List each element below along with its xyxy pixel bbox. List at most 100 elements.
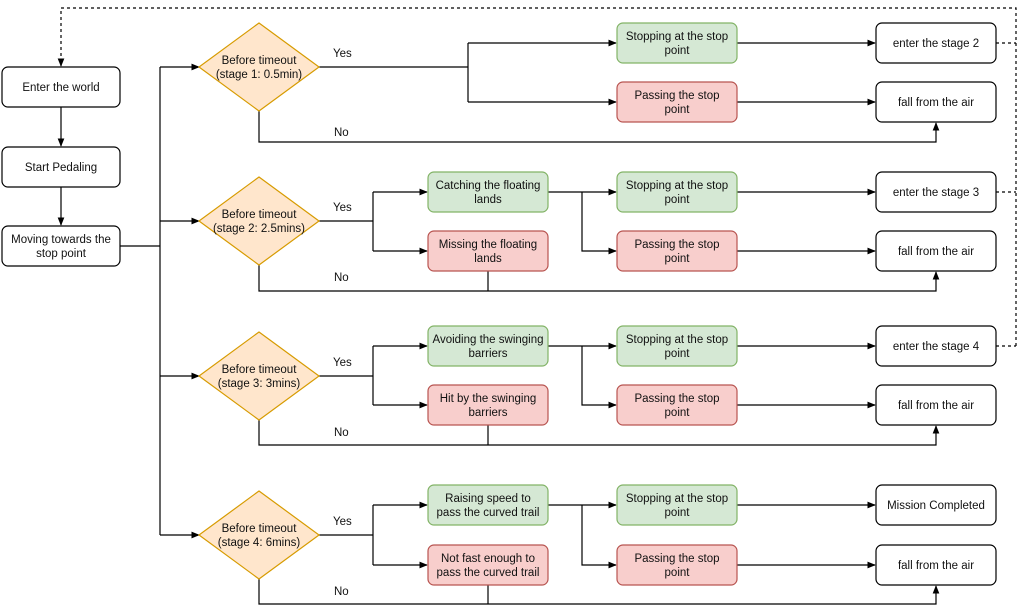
s4-mission-completed-label: Mission Completed	[887, 500, 985, 512]
s4-stopping-shape	[616, 484, 738, 526]
s3-edge-to-passing	[581, 346, 617, 409]
s3-stopping-shape	[616, 325, 738, 367]
decision-stage-3-shape	[197, 331, 321, 421]
s1-passing: Passing the stop point	[616, 81, 738, 123]
s2-fall-from-air-label: fall from the air	[898, 246, 974, 258]
decision-stage-3: Before timeout(stage 3: 3mins)	[197, 331, 321, 421]
s4-edge-to-passing	[581, 505, 617, 569]
s4-not-fast-enough-label-line-1: Not fast enough to	[441, 553, 535, 565]
s1-passing-label-line-2: point	[665, 104, 691, 116]
s1-passing-label-line-1: Passing the stop	[634, 90, 719, 102]
s2-stopping-label-line-1: Stopping at the stop	[626, 180, 728, 192]
decision-stage-3-label-line-1: Before timeout	[222, 364, 298, 376]
node-enter-world-label: Enter the world	[22, 82, 99, 94]
s3-hit-barriers-shape	[427, 384, 549, 426]
s2-edge-no	[258, 265, 940, 292]
s3-stopping-label-line-1: Stopping at the stop	[626, 334, 728, 346]
s2-catching-lands-label-line-1: Catching the floating	[436, 180, 541, 192]
s4-not-fast-enough: Not fast enough to pass the curved trail	[427, 544, 549, 586]
decision-stage-2-label-line-2: (stage 2: 2.5mins)	[213, 223, 305, 235]
s2-missing-lands: Missing the floating lands	[427, 230, 549, 272]
s3-hit-barriers: Hit by the swinging barriers	[427, 384, 549, 426]
s2-passing-label-line-2: point	[665, 253, 691, 265]
s2-catching-lands: Catching the floating lands	[427, 171, 549, 213]
s4-fall-from-air: fall from the air	[875, 544, 997, 586]
s4-stopping-label-line-2: point	[665, 507, 691, 519]
node-enter-world-shape	[1, 66, 121, 108]
s3-hit-barriers-label-line-1: Hit by the swinging	[440, 393, 537, 405]
s3-enter-stage-4-label: enter the stage 4	[893, 341, 980, 353]
decision-stage-4: Before timeout (stage 4: 6mins)	[197, 490, 321, 580]
s4-fall-from-air-label: fall from the air	[898, 560, 974, 572]
s4-yes-label: Yes	[333, 516, 352, 528]
s2-fall-from-air-shape	[875, 230, 997, 272]
s3-passing-label-line-1: Passing the stop	[634, 393, 719, 405]
node-moving-to-stop-point-label-line-2: stop point	[36, 248, 87, 260]
s3-avoiding-barriers-shape	[427, 325, 549, 367]
s3-no-label: No	[334, 427, 349, 439]
decision-stage-4-label-line-1: Before timeout	[222, 523, 298, 535]
s4-no-label: No	[334, 586, 349, 598]
s3-avoiding-barriers-label-line-1: Avoiding the swinging	[432, 334, 543, 346]
s3-passing-label-line-2: point	[665, 407, 691, 419]
s2-catching-lands-label-line-2: lands	[474, 194, 502, 206]
s3-edge-no	[258, 420, 940, 446]
s4-mission-completed: Mission Completed	[875, 484, 997, 526]
s3-yes-label: Yes	[333, 357, 352, 369]
s1-enter-stage-2-shape	[875, 22, 997, 64]
decision-stage-4-label-line-2: (stage 4: 6mins)	[218, 537, 301, 549]
s4-stopping: Stopping at the stop point	[616, 484, 738, 526]
s4-fall-from-air-shape	[875, 544, 997, 586]
s2-stopping-label-line-2: point	[665, 194, 691, 206]
decision-stage-4-shape	[197, 490, 321, 580]
s1-enter-stage-2: enter the stage 2	[875, 22, 997, 64]
s3-hit-barriers-label-line-2: barriers	[469, 407, 508, 419]
s1-fall-from-air-label: fall from the air	[898, 97, 974, 109]
decision-stage-2-shape	[197, 176, 321, 266]
s2-missing-lands-label-line-1: Missing the floating	[439, 239, 537, 251]
s2-no-label: No	[334, 272, 349, 284]
s2-enter-stage-3-shape	[875, 171, 997, 213]
s4-mission-completed-shape	[875, 484, 997, 526]
s3-enter-stage-4-shape	[875, 325, 997, 367]
s2-enter-stage-3-label: enter the stage 3	[893, 187, 979, 199]
s1-enter-stage-2-label: enter the stage 2	[893, 38, 979, 50]
loop-back-to-enter-world	[57, 7, 1017, 346]
s2-yes-label: Yes	[333, 202, 352, 214]
node-start-pedaling-label: Start Pedaling	[25, 162, 97, 174]
s4-passing-label-line-2: point	[665, 567, 691, 579]
s4-raising-speed-label-line-2: pass the curved trail	[437, 507, 540, 519]
s3-fall-from-air-label: fall from the air	[898, 400, 974, 412]
s2-missing-lands-label-line-2: lands	[474, 253, 502, 265]
s4-not-fast-enough-label-line-2: pass the curved trail	[437, 567, 540, 579]
decision-stage-2: Before timeout(stage 2: 2.5mins)	[197, 176, 321, 266]
s4-not-fast-enough-shape	[427, 544, 549, 586]
node-start-pedaling: Start Pedaling	[1, 146, 121, 188]
s4-raising-speed-label-line-1: Raising speed to	[445, 493, 531, 505]
s2-enter-stage-3: enter the stage 3	[875, 171, 997, 213]
s1-stopping-label-line-2: point	[665, 45, 691, 57]
node-moving-to-stop-point-shape	[1, 225, 121, 267]
connector-layer	[57, 7, 1017, 605]
decision-stage-1-label-line-2: (stage 1: 0.5min)	[216, 69, 302, 81]
s3-fall-from-air: fall from the air	[875, 384, 997, 426]
s2-fall-from-air: fall from the air	[875, 230, 997, 272]
s1-fall-from-air: fall from the air	[875, 81, 997, 123]
s2-passing-shape	[616, 230, 738, 272]
s3-fall-from-air-shape	[875, 384, 997, 426]
s4-edge-no	[258, 579, 940, 605]
s3-passing-shape	[616, 384, 738, 426]
s4-raising-speed-shape	[427, 484, 549, 526]
s1-fall-from-air-shape	[875, 81, 997, 123]
node-start-pedaling-shape	[1, 146, 121, 188]
s4-stopping-label-line-1: Stopping at the stop	[626, 493, 728, 505]
s4-raising-speed: Raising speed to pass the curved trail	[427, 484, 549, 526]
s2-stopping: Stopping at the stop point	[616, 171, 738, 213]
